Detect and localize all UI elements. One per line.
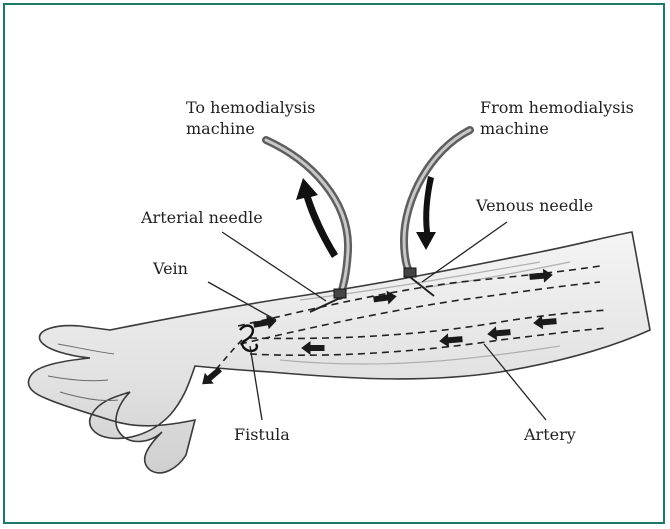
label-venous-needle: Venous needle bbox=[476, 195, 593, 216]
label-vein: Vein bbox=[153, 258, 188, 279]
arterial-tube bbox=[266, 140, 348, 296]
label-artery: Artery bbox=[524, 424, 576, 445]
label-to-hemodialysis-machine: To hemodialysis machine bbox=[186, 97, 315, 139]
venous-tube bbox=[404, 130, 470, 274]
label-fistula: Fistula bbox=[234, 424, 290, 445]
label-from-hemodialysis-machine: From hemodialysis machine bbox=[480, 97, 634, 139]
label-arterial-needle: Arterial needle bbox=[141, 207, 263, 228]
